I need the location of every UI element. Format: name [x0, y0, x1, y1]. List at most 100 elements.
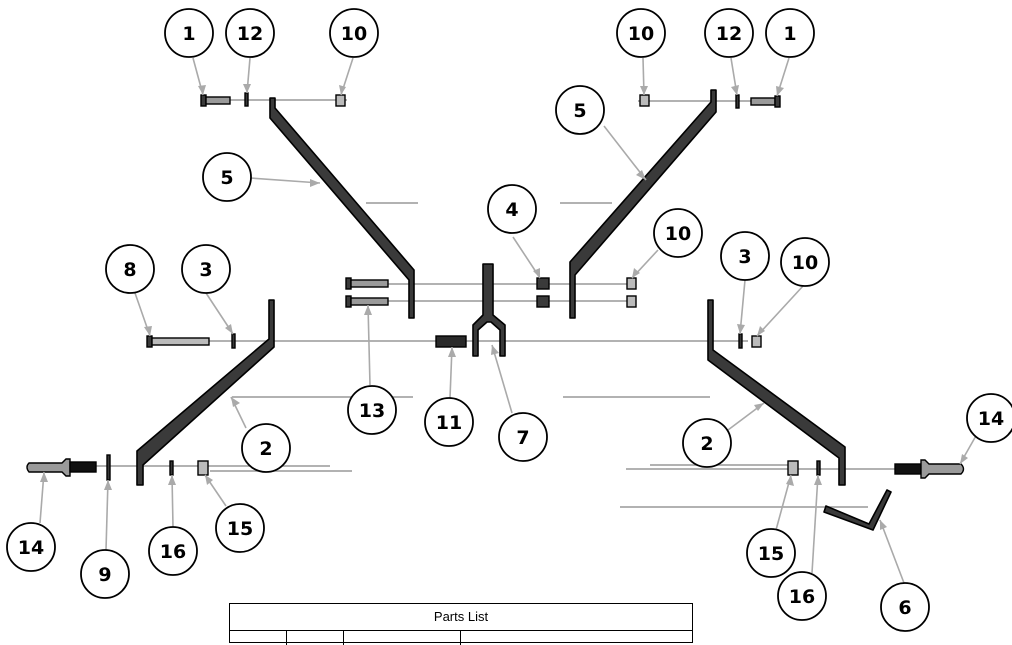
arrowhead — [231, 397, 240, 407]
balloon-number: 6 — [898, 597, 911, 619]
balloon-number: 2 — [700, 433, 713, 455]
balloon-circle — [720, 231, 770, 281]
bolt-1-right-head — [774, 95, 781, 108]
bolt-1-left-head — [200, 94, 207, 107]
arrowhead — [168, 475, 176, 485]
arrowhead — [144, 326, 152, 336]
balloon-number: 5 — [220, 167, 233, 189]
bolt-13-lower-shank — [350, 297, 389, 306]
balloon-number: 13 — [359, 400, 385, 422]
balloon-circle — [777, 571, 827, 621]
arrowhead — [786, 475, 794, 486]
balloon-circle — [241, 423, 291, 473]
bolt-8-shank — [151, 337, 210, 346]
arrowhead — [40, 472, 48, 482]
balloon-circle — [780, 237, 830, 287]
arrowhead — [339, 85, 346, 95]
arrowhead — [533, 268, 540, 278]
bolt-13-lower-head — [345, 295, 352, 308]
parts-list-column-divider — [286, 631, 287, 645]
balloon-number: 15 — [227, 518, 253, 540]
washer-16-left — [169, 460, 174, 476]
parts-list-column-divider — [343, 631, 344, 645]
arrowhead — [491, 345, 499, 355]
leader-left-9 — [105, 479, 109, 551]
balloon-circle — [225, 8, 275, 58]
item-balloon: 4 — [487, 184, 537, 234]
item-balloon: 1 — [164, 8, 214, 58]
item-balloon: 7 — [498, 412, 548, 462]
balloon-circle — [202, 152, 252, 202]
balloon-number: 12 — [716, 23, 742, 45]
bolt-1-right-shank — [750, 97, 776, 106]
arrowhead — [636, 170, 646, 180]
balloon-circle — [424, 397, 474, 447]
item-balloon: 3 — [720, 231, 770, 281]
bolt-1-left-shank — [205, 96, 231, 105]
parts-list-column-divider — [460, 631, 461, 645]
spacer-11 — [435, 335, 467, 348]
bolt-13-upper-shank — [350, 279, 389, 288]
balloon-number: 2 — [259, 438, 272, 460]
pin-14-left-handle — [26, 458, 71, 477]
washer-12-left — [244, 92, 249, 107]
balloon-number: 15 — [758, 543, 784, 565]
leader-right-6 — [879, 519, 905, 584]
balloon-number: 9 — [98, 564, 111, 586]
item-balloon: 2 — [241, 423, 291, 473]
item-balloon: 6 — [880, 582, 930, 632]
balloon-circle — [498, 412, 548, 462]
item-balloon: 12 — [225, 8, 275, 58]
bushing-15-right — [787, 460, 799, 476]
balloon-circle — [487, 184, 537, 234]
leader-center-13 — [367, 304, 371, 386]
balloon-number: 10 — [341, 23, 367, 45]
balloon-circle — [966, 393, 1012, 443]
bolt-13-upper-head — [345, 277, 352, 290]
balloon-circle — [347, 385, 397, 435]
arrowhead — [364, 305, 372, 315]
item-balloon: 10 — [329, 8, 379, 58]
pin-14-right-thread — [894, 463, 922, 475]
brace-upper-right — [569, 89, 717, 319]
leader-right-10 — [756, 285, 804, 337]
parts-list-table: Parts List — [229, 603, 693, 645]
balloon-number: 7 — [516, 427, 529, 449]
item-balloon: 5 — [555, 85, 605, 135]
arrowhead — [205, 475, 213, 485]
nut-10-top-left — [335, 94, 346, 107]
hardware — [26, 92, 965, 481]
item-balloon: 10 — [780, 237, 830, 287]
item-balloon: 1 — [765, 8, 815, 58]
balloon-number: 1 — [182, 23, 195, 45]
balloon-circle — [765, 8, 815, 58]
balloon-number: 4 — [505, 199, 518, 221]
balloon-circle — [746, 528, 796, 578]
balloon-number: 14 — [978, 408, 1004, 430]
balloon-circle — [164, 8, 214, 58]
bolt-8-head — [146, 335, 153, 348]
arrowhead — [632, 268, 640, 278]
brace-upper-left — [269, 97, 415, 319]
leader-right-5 — [603, 125, 647, 181]
leader-lines — [39, 57, 978, 584]
item-balloon: 14 — [966, 393, 1012, 443]
item-balloon: 11 — [424, 397, 474, 447]
balloon-number: 8 — [123, 259, 136, 281]
balloon-circle — [80, 549, 130, 599]
item-balloon: 13 — [347, 385, 397, 435]
balloon-circle — [105, 244, 155, 294]
item-balloon: 12 — [704, 8, 754, 58]
leader-right-16 — [811, 474, 819, 574]
balloon-circle — [329, 8, 379, 58]
arrowhead — [757, 326, 765, 336]
parts — [136, 89, 892, 531]
washer-16-right — [816, 460, 821, 476]
nut-4-upper — [536, 277, 550, 290]
balloon-circle — [616, 8, 666, 58]
arrowhead — [960, 454, 968, 464]
item-balloon: 3 — [181, 244, 231, 294]
